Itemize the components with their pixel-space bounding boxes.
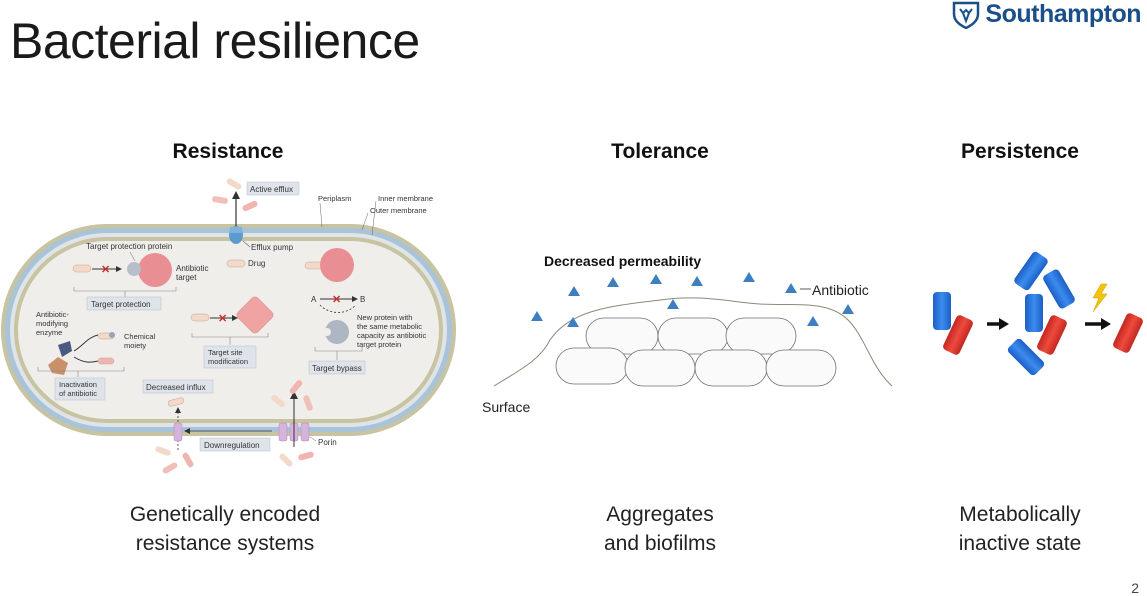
cytoplasm [18, 241, 439, 419]
label-pathway-b: B [360, 295, 365, 304]
page-number: 2 [1131, 580, 1139, 596]
modified-target [236, 296, 274, 334]
label-target-bypass: Target bypass [312, 364, 362, 373]
resistance-diagram: Active efflux Efflux pump Drug Periplasm… [1, 178, 456, 474]
label-new-protein-2: the same metabolic [357, 322, 422, 331]
persistence-diagram [933, 251, 1143, 376]
antibiotic-target [138, 253, 172, 287]
label-modifying-enzyme-1: Antibiotic- [36, 310, 69, 319]
caption-persistence-line2: inactive state [958, 532, 1082, 555]
university-logo: Southampton [951, 0, 1141, 29]
label-inactivation-1: Inactivation [59, 380, 97, 389]
population-initial [933, 292, 973, 355]
caption-tolerance: Aggregates and biofilms [560, 500, 760, 558]
porin-reduced [173, 422, 183, 442]
label-periplasm: Periplasm [318, 194, 351, 203]
caption-resistance-line1: Genetically encoded [129, 503, 321, 526]
label-modifying-enzyme-3: enzyme [36, 328, 62, 337]
label-new-protein-4: target protein [357, 340, 401, 349]
label-decreased-permeability: Decreased permeability [544, 253, 701, 269]
caption-resistance: Genetically encoded resistance systems [100, 500, 350, 558]
persister-cell [1113, 313, 1143, 353]
label-antibiotic: Antibiotic [812, 282, 869, 298]
label-target-site-2: modification [208, 357, 248, 366]
drug-capsules-outside [155, 380, 314, 474]
caption-persistence: Metabolically inactive state [920, 500, 1120, 558]
heading-persistence: Persistence [961, 140, 1079, 163]
porin-channels [278, 422, 310, 442]
label-porin: Porin [318, 438, 337, 447]
svg-text:✕: ✕ [101, 264, 110, 276]
population-mixed [1007, 251, 1075, 376]
bacterial-aggregate [555, 317, 837, 387]
label-inner-membrane: Inner membrane [378, 194, 433, 203]
svg-text:✕: ✕ [332, 294, 341, 306]
label-new-protein-3: capacity as antibiotic [357, 331, 426, 340]
label-modifying-enzyme-2: modifying [36, 319, 68, 328]
label-target-site-1: Target site [208, 348, 243, 357]
heading-resistance: Resistance [172, 140, 284, 163]
label-new-protein-1: New protein with [357, 313, 412, 322]
heading-tolerance: Tolerance [611, 140, 709, 163]
caption-tolerance-line2: and biofilms [603, 532, 717, 555]
label-target-protection-protein: Target protection protein [86, 242, 172, 251]
lightning-bolt-icon [1092, 283, 1108, 313]
label-chemical-moiety-1: Chemical [124, 332, 156, 341]
caption-tolerance-line1: Aggregates [606, 503, 714, 526]
caption-resistance-line2: resistance systems [135, 532, 315, 555]
label-active-efflux: Active efflux [250, 185, 293, 194]
label-decreased-influx: Decreased influx [146, 383, 206, 392]
label-antibiotic-target-1: Antibiotic [176, 264, 208, 273]
arrow-right-icon [987, 318, 1009, 330]
label-surface: Surface [482, 399, 530, 415]
crest-icon [953, 1, 980, 29]
label-pathway-a: A [311, 295, 317, 304]
label-inactivation-2: of antibiotic [59, 389, 97, 398]
drug-capsule [212, 178, 258, 212]
logo-text: Southampton [985, 0, 1141, 28]
arrow-right-icon [1085, 318, 1111, 330]
bypass-protein [325, 320, 349, 344]
label-outer-membrane: Outer membrane [370, 206, 427, 215]
tolerance-diagram: Decreased permeability Antibiotic Surfac… [482, 253, 893, 415]
label-efflux-pump: Efflux pump [251, 243, 294, 252]
slide-title: Bacterial resilience [10, 13, 420, 69]
label-downregulation: Downregulation [204, 441, 260, 450]
biofilm-matrix [493, 297, 893, 387]
label-antibiotic-target-2: target [176, 273, 197, 282]
svg-text:✕: ✕ [218, 313, 227, 325]
label-drug: Drug [248, 259, 265, 268]
label-chemical-moiety-2: moiety [124, 341, 146, 350]
label-target-protection: Target protection [91, 300, 151, 309]
caption-persistence-line1: Metabolically [959, 503, 1081, 526]
antibiotic-triangles [531, 272, 854, 327]
